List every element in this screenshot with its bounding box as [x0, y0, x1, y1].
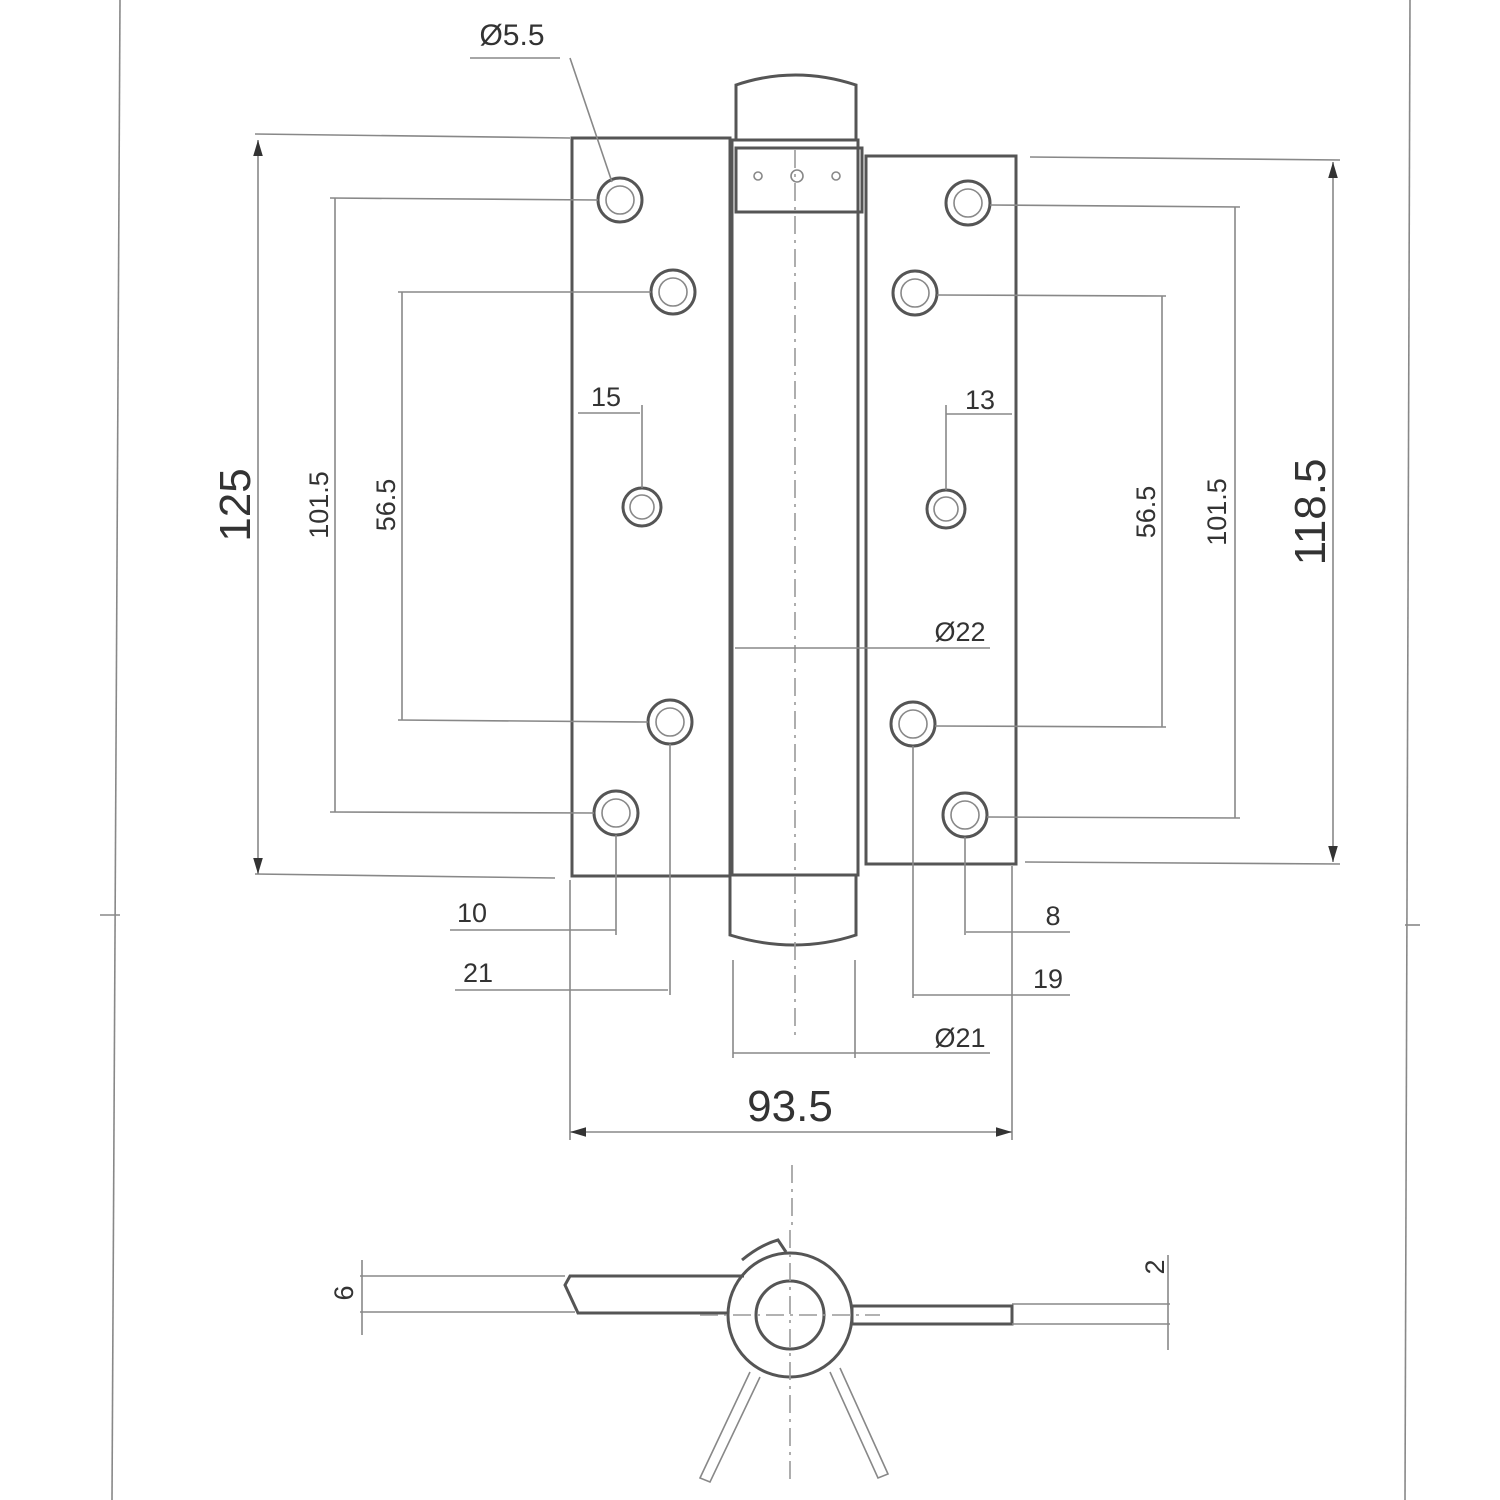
pin-diameter-label: Ø21 — [934, 1023, 985, 1053]
total-width-label: 93.5 — [747, 1082, 833, 1131]
right-leaf — [864, 154, 1018, 866]
pitch-inner-right-label: 56.5 — [1131, 486, 1161, 539]
barrel-diameter-label: Ø22 — [934, 617, 985, 647]
thickness-right-label: 2 — [1140, 1259, 1170, 1274]
edge-right-inner-label: 19 — [1033, 964, 1063, 994]
hinge-front-view — [570, 73, 1018, 1230]
offset-left-label: 15 — [591, 382, 621, 412]
dimension-labels: Ø5.5 125 101.5 56.5 56.5 101.5 118.5 15 … — [211, 19, 1335, 1301]
edge-right-outer-label: 8 — [1045, 901, 1060, 931]
screw-holes — [592, 176, 992, 839]
drawing-frame — [100, 0, 1420, 1500]
top-collar — [734, 146, 864, 214]
pitch-outer-right-label: 101.5 — [1202, 478, 1232, 546]
dimension-lines — [253, 57, 1341, 1140]
pitch-outer-left-label: 101.5 — [304, 471, 334, 539]
edge-left-inner-label: 21 — [463, 958, 493, 988]
barrel — [730, 138, 860, 877]
hinge-section-view — [360, 1230, 1170, 1484]
pitch-inner-left-label: 56.5 — [371, 479, 401, 532]
left-leaf — [570, 136, 732, 878]
height-left-label: 125 — [211, 468, 260, 541]
thickness-left-label: 6 — [329, 1285, 359, 1300]
edge-left-outer-label: 10 — [457, 898, 487, 928]
offset-right-label: 13 — [965, 385, 995, 415]
hole-diameter-label: Ø5.5 — [479, 19, 544, 52]
top-cap — [734, 73, 858, 140]
bottom-cap — [728, 876, 858, 947]
height-right-label: 118.5 — [1286, 459, 1335, 566]
